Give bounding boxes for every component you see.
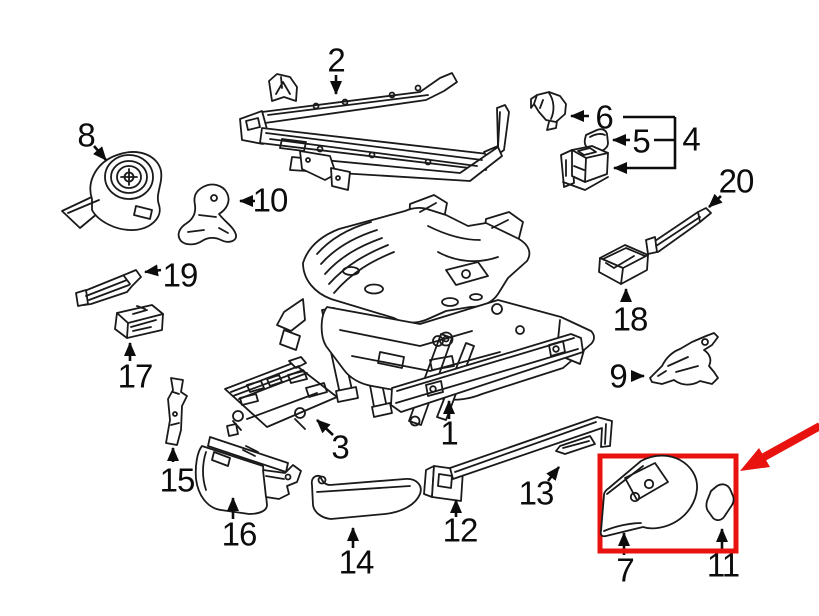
part-label-10: 10 — [252, 181, 289, 219]
red-annotation-arrow — [740, 422, 819, 471]
leader-arrow-3 — [316, 419, 334, 436]
part-label-12: 12 — [442, 511, 479, 549]
part-10-drawing — [177, 183, 237, 246]
part-label-16: 16 — [221, 515, 258, 553]
part-2-drawing — [239, 72, 510, 191]
part-label-9: 9 — [609, 357, 627, 395]
leader-arrow-19 — [144, 264, 162, 277]
part-13-drawing — [555, 435, 596, 455]
part-label-7: 7 — [616, 551, 634, 589]
leader-arrows — [92, 75, 728, 555]
part-19-drawing — [75, 269, 142, 307]
part-label-20: 20 — [718, 162, 755, 200]
part-17-drawing — [114, 304, 164, 339]
part-3-drawing — [224, 356, 338, 431]
part-label-1: 1 — [440, 414, 458, 452]
part-16-drawing — [194, 423, 302, 515]
assembly-holes — [342, 266, 525, 427]
part-label-17: 17 — [117, 357, 154, 395]
part-label-8: 8 — [77, 116, 95, 154]
leader-bracket-4 — [614, 115, 677, 168]
part-label-2: 2 — [327, 41, 345, 79]
part-label-18: 18 — [612, 300, 649, 338]
part-8-drawing — [61, 151, 163, 231]
part-4-drawing — [560, 145, 609, 191]
leader-arrow-13 — [546, 466, 561, 482]
leader-arrow-8 — [92, 145, 107, 161]
part-1-drawing — [390, 333, 584, 413]
part-label-11: 11 — [706, 546, 740, 584]
part-label-6: 6 — [595, 98, 613, 136]
part-label-5: 5 — [632, 122, 650, 160]
part-7-drawing — [599, 454, 698, 538]
part-20-drawing — [645, 207, 712, 255]
part-15-drawing — [165, 377, 188, 446]
part-label-14: 14 — [338, 543, 375, 581]
part-18-drawing — [598, 244, 649, 285]
part-label-13: 13 — [518, 474, 555, 512]
part-label-19: 19 — [162, 256, 199, 294]
part-6-drawing — [530, 91, 567, 131]
part-label-15: 15 — [159, 461, 196, 499]
part-9-drawing — [649, 332, 719, 386]
part-label-4: 4 — [682, 120, 700, 158]
part-label-3: 3 — [331, 428, 349, 466]
part-11-drawing — [705, 483, 735, 522]
leader-arrow-20 — [708, 193, 723, 208]
part-14-drawing — [310, 474, 422, 520]
part-2-holes — [305, 84, 432, 181]
